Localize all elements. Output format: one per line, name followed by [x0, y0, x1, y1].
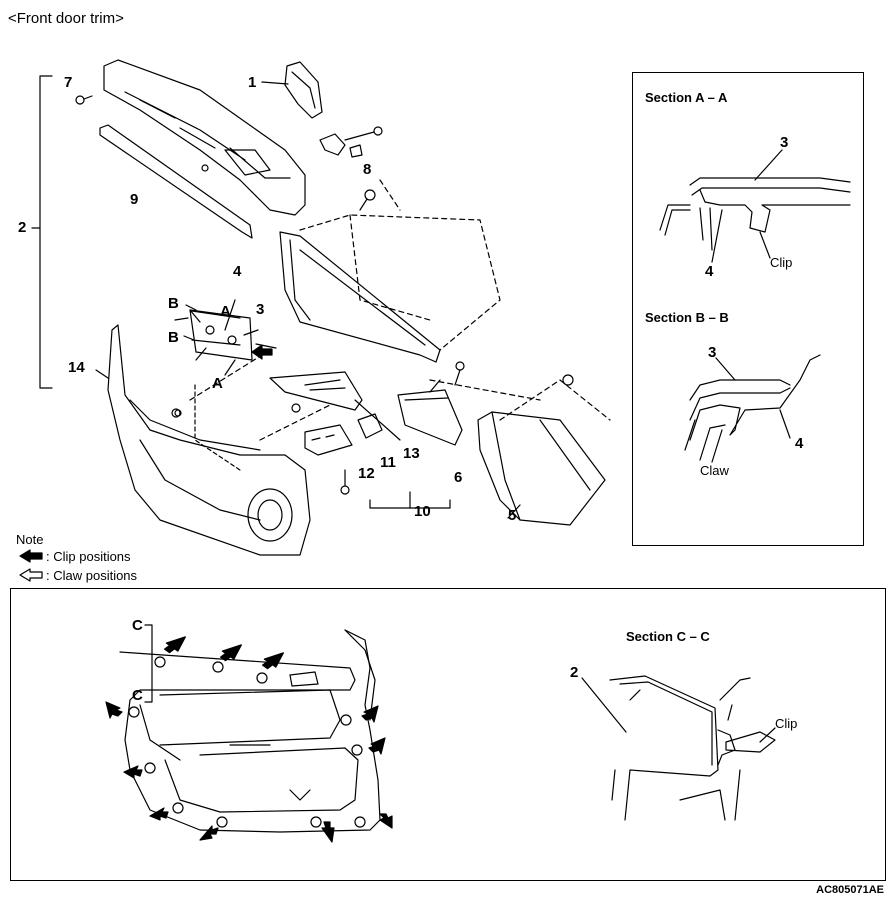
- molding-strip: [99, 124, 253, 239]
- lower-door-outline: [119, 629, 381, 833]
- note-claw-text: : Claw positions: [46, 568, 138, 583]
- callout-12: 12: [358, 465, 375, 482]
- callout-2: 2: [18, 219, 27, 236]
- section-aa-clip-label: Clip: [770, 255, 793, 270]
- door-panel-lower: [107, 324, 311, 556]
- pocket-6: [397, 389, 463, 446]
- section-cc-label-2: 2: [570, 664, 579, 681]
- section-aa-drawing: [659, 177, 851, 251]
- section-marker-c-top: C: [132, 617, 143, 634]
- note-clip-text: : Clip positions: [46, 549, 131, 564]
- section-marker-b-bottom: B: [168, 329, 179, 346]
- section-cc-title: Section C – C: [626, 629, 710, 644]
- callout-8: 8: [363, 161, 372, 178]
- callout-5: 5: [508, 507, 517, 524]
- switch-panel: [269, 371, 363, 411]
- section-bb-claw-label: Claw: [700, 463, 729, 478]
- small-switch: [357, 413, 383, 439]
- section-bb-drawing: [684, 354, 821, 461]
- figure-title: <Front door trim>: [8, 10, 124, 27]
- window-switch: [304, 424, 353, 456]
- clip-part-8: [319, 133, 363, 158]
- callout-3: 3: [256, 301, 265, 318]
- filled-arrow-icon: [19, 549, 43, 563]
- callout-7: 7: [64, 74, 73, 91]
- speaker-cover: [284, 61, 323, 119]
- section-aa-label-3: 3: [780, 134, 789, 151]
- clip-position-arrows: [105, 636, 393, 843]
- callout-1: 1: [248, 74, 257, 91]
- section-marker-a-top: A: [220, 303, 231, 320]
- callout-11: 11: [380, 454, 396, 471]
- figure-code: AC805071AE: [816, 884, 884, 896]
- assembly-bracket: [31, 75, 53, 389]
- section-detail-box: [632, 72, 864, 546]
- section-bb-label-3: 3: [708, 344, 717, 361]
- callout-6: 6: [454, 469, 463, 486]
- hollow-arrow-icon: [19, 568, 43, 582]
- callout-10: 10: [414, 503, 431, 520]
- section-aa-title: Section A – A: [645, 90, 728, 105]
- section-marker-c-bottom: C: [132, 687, 143, 704]
- callout-4: 4: [233, 263, 242, 280]
- callout-9: 9: [130, 191, 139, 208]
- section-cc-clip-label: Clip: [775, 716, 798, 731]
- clip-head: [725, 731, 776, 753]
- storage-box-5: [477, 411, 606, 526]
- section-bb-title: Section B – B: [645, 310, 729, 325]
- section-marker-b-top: B: [168, 295, 179, 312]
- section-aa-label-4: 4: [705, 263, 714, 280]
- clip-arrow: [251, 344, 273, 360]
- clip-layout-box: [10, 588, 886, 881]
- section-bb-label-4: 4: [795, 435, 804, 452]
- section-marker-a-bottom: A: [212, 375, 223, 392]
- callout-14: 14: [68, 359, 85, 376]
- callout-13: 13: [403, 445, 420, 462]
- door-panel-4: [279, 231, 441, 363]
- note-heading: Note: [16, 532, 44, 547]
- upper-trim-part: [103, 59, 306, 216]
- section-cc-drawing: [609, 675, 751, 821]
